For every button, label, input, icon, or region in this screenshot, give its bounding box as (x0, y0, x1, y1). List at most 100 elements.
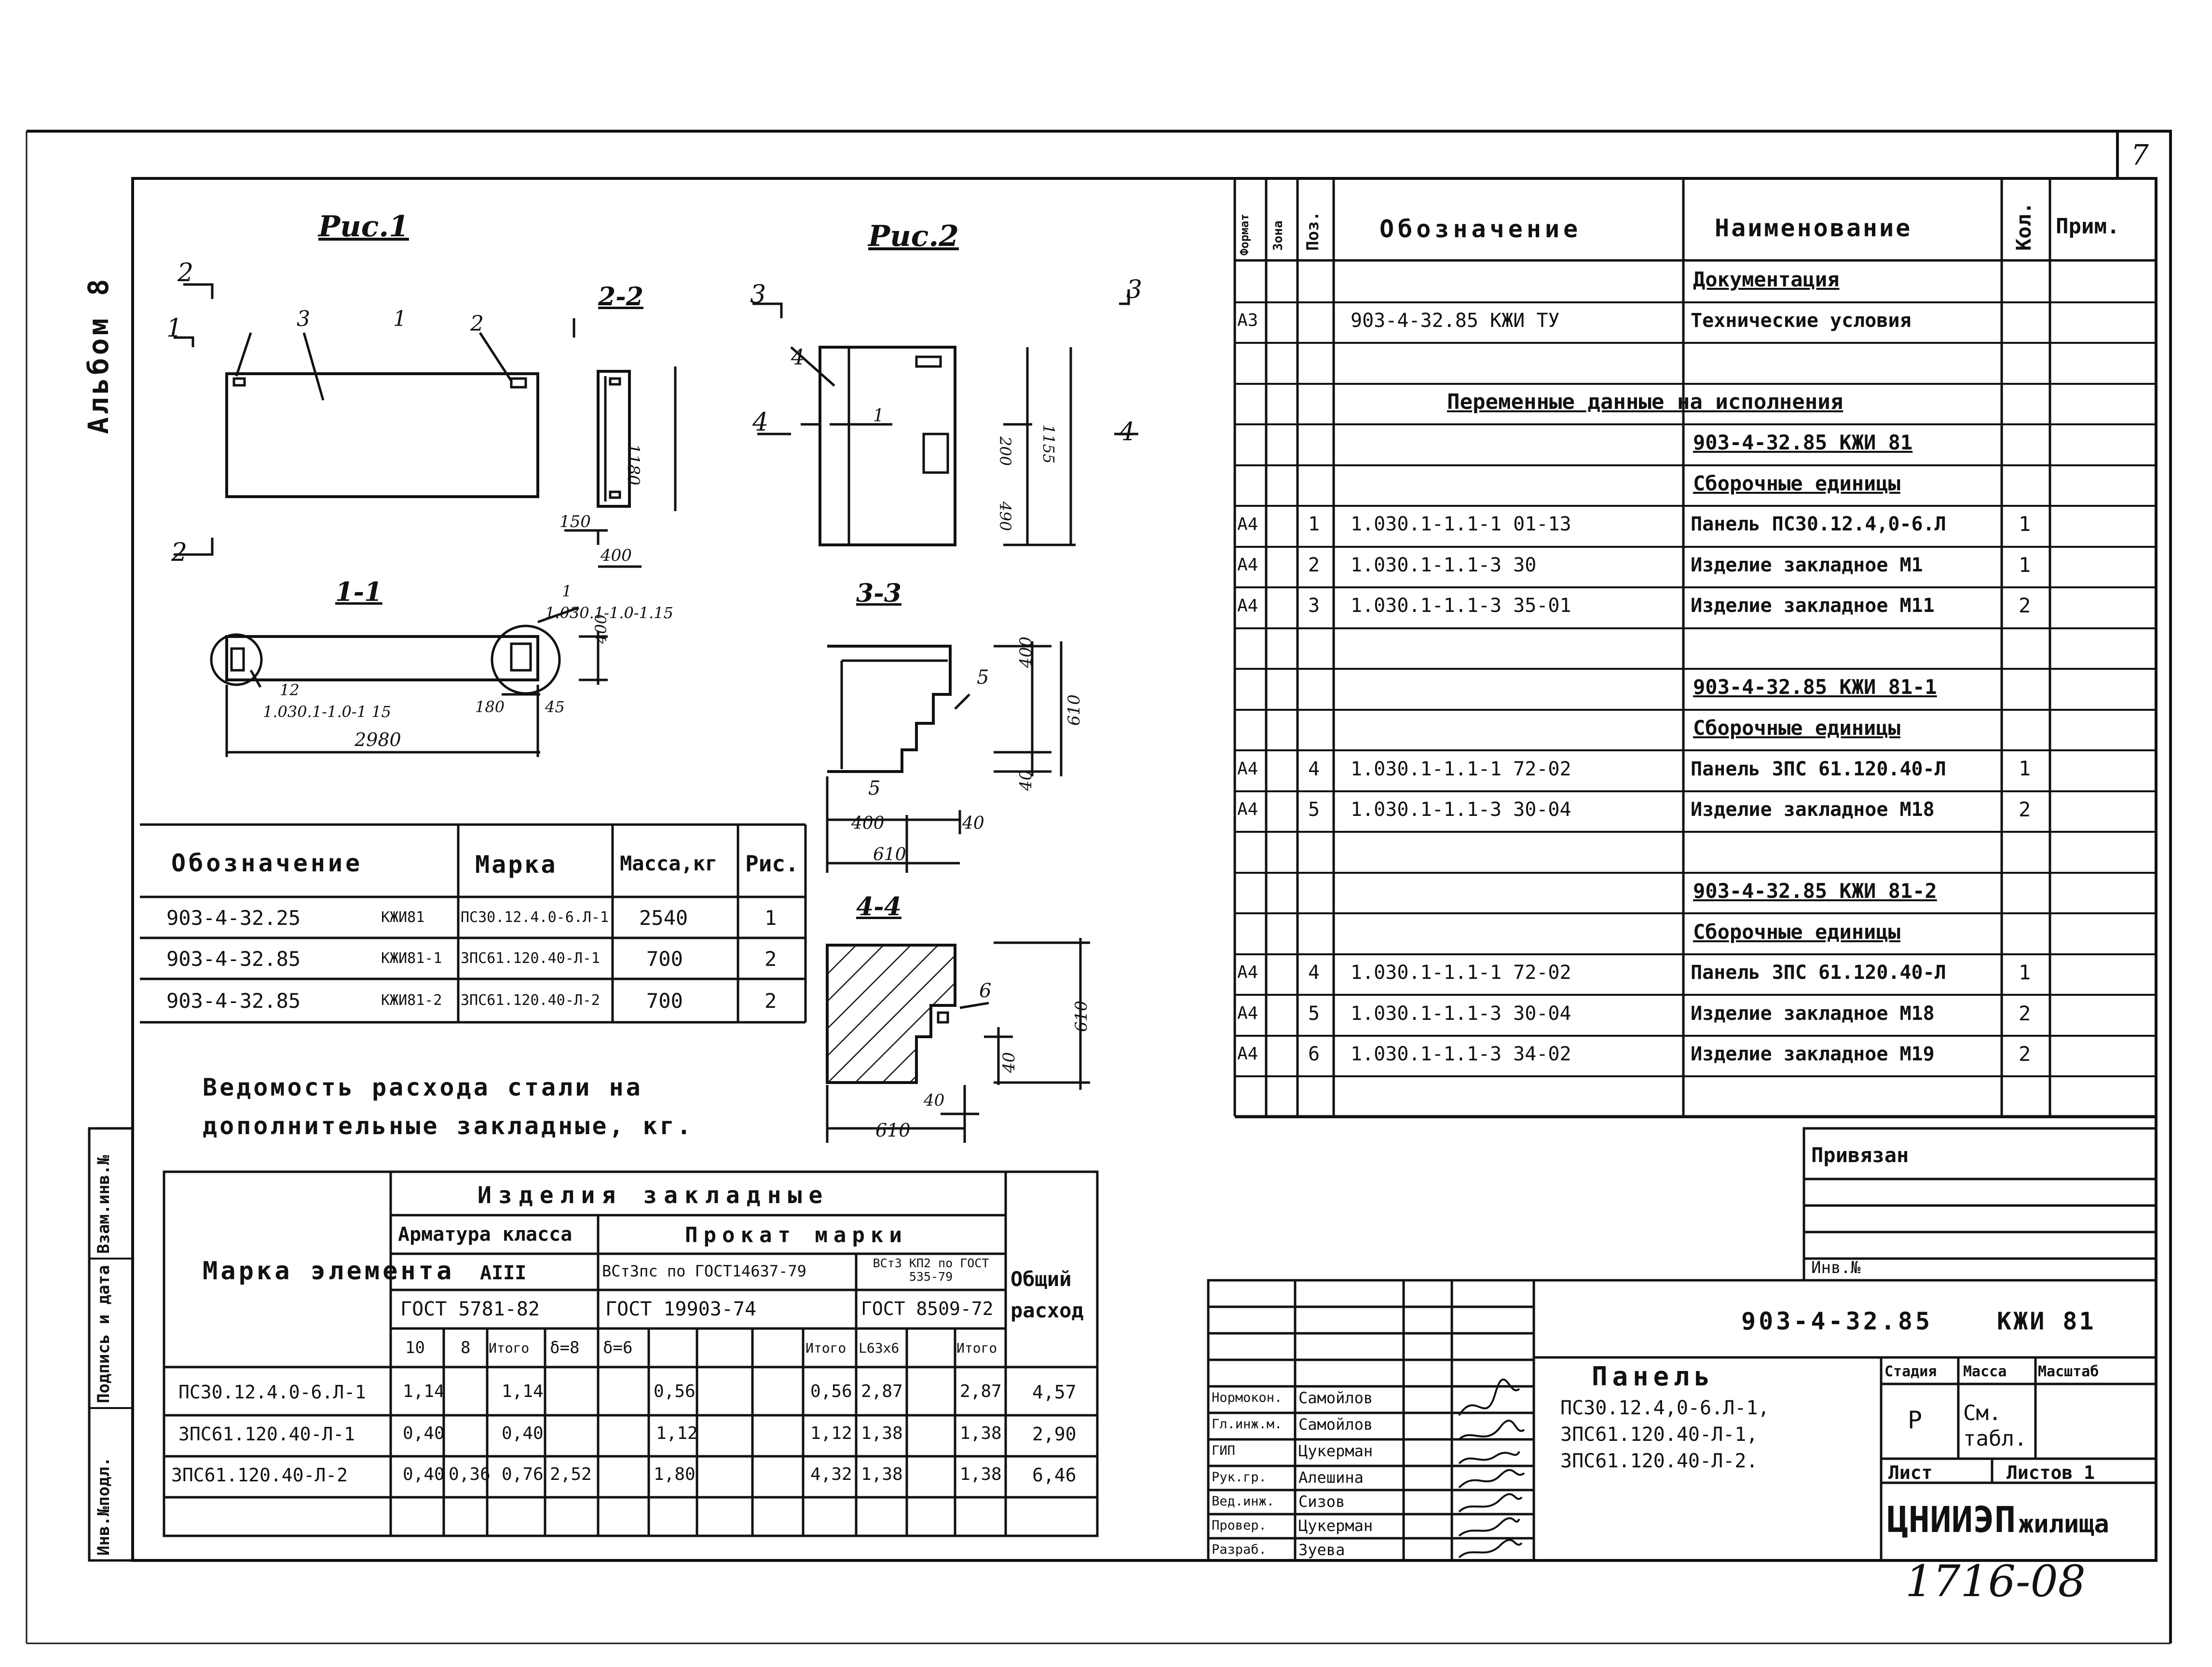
steel-header-rolled-2: ВСт3 КП2 по ГОСТ 535-79 (873, 1256, 989, 1284)
fig2-cut-mark: 3 (750, 280, 766, 309)
section-1-1-callout-ref: 1.030.1-1.0-1.15 (545, 604, 673, 622)
fig1-callout: 2 (470, 312, 484, 336)
steel-row-total: 4,57 (1032, 1382, 1077, 1403)
spec-cell-designation: 1.030.1-1.1-3 35-01 (1351, 595, 1571, 617)
section-1-1-label: 1-1 (335, 576, 382, 607)
spec-row-divider (1235, 342, 2156, 344)
steel-cell: 0,40 (403, 1464, 445, 1484)
marks-row-suffix: КЖИ81-1 (381, 950, 442, 967)
spec-cell-name: 903-4-32.85 КЖИ 81 (1693, 431, 1913, 454)
dim-45: 45 (545, 698, 565, 716)
spec-row-divider (1235, 953, 2156, 955)
steel-cell: 1,38 (960, 1423, 1002, 1443)
section-2-2 (597, 370, 631, 508)
spec-row-divider (1235, 423, 2156, 425)
spec-cell-name: Панель ПС30.12.4,0-6.Л (1691, 513, 1946, 535)
steel-cell: 1,38 (861, 1464, 903, 1484)
spec-header-name: Наименование (1715, 214, 1912, 242)
spec-cell-pos: 6 (1308, 1043, 1320, 1065)
spec-row-divider (1235, 994, 2156, 996)
spec-row-divider (1235, 912, 2156, 914)
title-mass-value: См. табл. (1963, 1401, 2027, 1451)
section-4-4-label: 4-4 (856, 892, 901, 922)
spec-cell-qty: 2 (2019, 1042, 2031, 1066)
fig2-elevation (819, 346, 956, 546)
spec-cell-qty: 2 (2019, 594, 2031, 617)
steel-header-armature-gost: ГОСТ 5781-82 (400, 1298, 540, 1320)
spec-cell-qty: 2 (2019, 798, 2031, 821)
person-name: Алешина (1298, 1468, 1364, 1487)
marks-row-code: 903-4-32.85 (166, 989, 301, 1013)
title-org: ЦНИИЭП (1887, 1499, 2016, 1541)
person-role: ГИП (1212, 1443, 1235, 1458)
spec-row-divider (1235, 749, 2156, 751)
steel-sub-header: Итого (489, 1340, 530, 1356)
spec-row-divider (1235, 464, 2156, 466)
spec-cell-designation: 1.030.1-1.1-3 30-04 (1351, 799, 1571, 821)
steel-header-total: Общий расход (1010, 1267, 1084, 1323)
person-role: Нормокон. (1212, 1390, 1283, 1405)
spec-cell-name: Сборочные единицы (1693, 716, 1900, 740)
person-name: Самойлов (1298, 1415, 1373, 1434)
spec-row-divider (1235, 546, 2156, 548)
spec-cell-format: А4 (1237, 759, 1258, 779)
fig1-cut-mark: 2 (178, 258, 194, 287)
steel-sub-header: 10 (405, 1338, 425, 1357)
person-role: Вед.инж. (1212, 1494, 1275, 1509)
steel-row-total: 2,90 (1032, 1423, 1077, 1445)
marks-row-fig: 1 (765, 906, 777, 930)
marks-row-mark: 3ПС61.120.40-Л-1 (461, 950, 600, 967)
marks-header-mark: Марка (475, 851, 558, 879)
title-line: ПС30.12.4,0-6.Л-1, (1560, 1397, 1770, 1419)
spec-cell-pos: 4 (1308, 962, 1320, 984)
steel-header-rolled-1: ВСт3пс по ГОСТ14637-79 (602, 1262, 806, 1280)
spec-cell-pos: 4 (1308, 758, 1320, 780)
steel-cell: 1,14 (403, 1382, 445, 1401)
spec-cell-format: А3 (1237, 311, 1258, 330)
marks-row-fig: 2 (765, 989, 777, 1013)
person-role: Гл.инж.м. (1212, 1417, 1283, 1432)
steel-row-mark: ПС30.12.4.0-6.Л-1 (178, 1382, 366, 1403)
section-4-4 (826, 944, 956, 1084)
steel-cell: 1,38 (861, 1423, 903, 1443)
marks-row-mass: 700 (646, 947, 683, 971)
spec-cell-pos: 5 (1308, 1003, 1320, 1025)
steel-header-armature: Арматура класса (398, 1223, 573, 1246)
steel-sub-header: L63x6 (859, 1340, 900, 1356)
spec-cell-designation: 1.030.1-1.1-1 01-13 (1351, 513, 1571, 535)
spec-cell-designation: 1.030.1-1.1-1 72-02 (1351, 962, 1571, 984)
spec-cell-designation: 903-4-32.85 КЖИ ТУ (1351, 310, 1560, 332)
steel-cell: 1,12 (656, 1423, 698, 1443)
steel-header-rolled: Прокат марки (685, 1223, 908, 1247)
marks-row-suffix: КЖИ81 (381, 909, 425, 926)
fig2-callout: 4 (791, 345, 805, 370)
spec-row-divider (1235, 586, 2156, 588)
spec-cell-name: Документация (1693, 268, 1840, 291)
steel-cell: 1,38 (960, 1464, 1002, 1484)
fig2-cut-mark: 3 (1126, 275, 1143, 304)
steel-row-total: 6,46 (1032, 1464, 1077, 1486)
title-stage-label: Стадия (1884, 1363, 1937, 1380)
marks-header-designation: Обозначение (171, 849, 363, 877)
steel-sub-header: δ=6 (603, 1338, 633, 1357)
spec-row-divider (1235, 1116, 2156, 1118)
spec-row-divider (1235, 383, 2156, 385)
spec-cell-name: 903-4-32.85 КЖИ 81-1 (1693, 675, 1937, 699)
spec-cell-format: А4 (1237, 515, 1258, 534)
person-name: Сизов (1298, 1492, 1345, 1511)
spec-header-note: Прим. (2056, 214, 2120, 239)
steel-sub-header: 8 (461, 1338, 471, 1357)
steel-row-mark: 3ПС61.120.40-Л-1 (178, 1423, 355, 1445)
steel-cell: 0,76 (502, 1464, 544, 1484)
spec-cell-name: Изделие закладное М19 (1691, 1043, 1935, 1065)
fig1-cut-mark: 2 (171, 538, 188, 567)
spec-cell-designation: 1.030.1-1.1-3 30 (1351, 554, 1537, 576)
steel-header-rolled-2-gost: ГОСТ 8509-72 (861, 1298, 994, 1319)
dim-40: 40 (924, 1091, 945, 1110)
steel-title-line-2: дополнительные закладные, кг. (203, 1112, 694, 1140)
section-1-1-callout: 12 (280, 681, 300, 699)
